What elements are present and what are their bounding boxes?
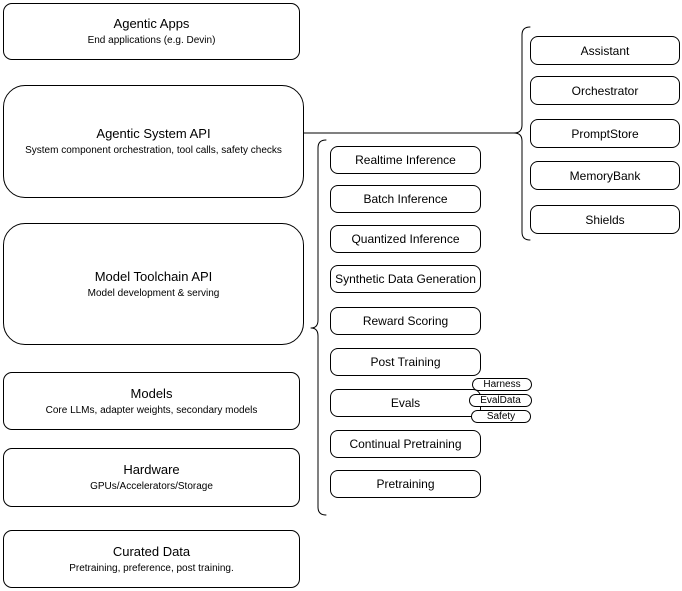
node-pretraining: Pretraining: [330, 470, 481, 498]
box-agentic-apps: Agentic Apps End applications (e.g. Devi…: [3, 3, 300, 60]
node-title: Models: [130, 385, 173, 401]
brace-toolchain: [310, 139, 327, 516]
node-title: Model Toolchain API: [94, 268, 213, 284]
node-orchestrator: Orchestrator: [530, 76, 680, 105]
node-title: Agentic Apps: [113, 16, 190, 31]
node-continual-pretraining: Continual Pretraining: [330, 430, 481, 458]
tag-harness: Harness: [472, 378, 532, 391]
box-model-toolchain-api: Model Toolchain API Model development & …: [3, 223, 304, 345]
node-promptstore: PromptStore: [530, 119, 680, 148]
node-evals: Evals: [330, 389, 481, 417]
node-quantized-inference: Quantized Inference: [330, 225, 481, 253]
box-curated-data: Curated Data Pretraining, preference, po…: [3, 530, 300, 588]
node-subtitle: Core LLMs, adapter weights, secondary mo…: [45, 404, 258, 416]
node-title: Hardware: [123, 462, 180, 477]
node-subtitle: Pretraining, preference, post training.: [69, 562, 234, 574]
node-subtitle: System component orchestration, tool cal…: [25, 145, 282, 156]
node-subtitle: Model development & serving: [87, 287, 220, 299]
node-subtitle: End applications (e.g. Devin): [87, 35, 216, 46]
node-memorybank: MemoryBank: [530, 161, 680, 190]
brace-system-components: [513, 26, 531, 241]
node-synthetic-data-generation: Synthetic Data Generation: [330, 265, 481, 293]
box-agentic-system-api: Agentic System API System component orch…: [3, 85, 304, 198]
node-batch-inference: Batch Inference: [330, 185, 481, 213]
node-reward-scoring: Reward Scoring: [330, 307, 481, 335]
node-realtime-inference: Realtime Inference: [330, 146, 481, 174]
box-hardware: Hardware GPUs/Accelerators/Storage: [3, 448, 300, 507]
tag-evaldata: EvalData: [469, 394, 532, 407]
node-title: Agentic System API: [96, 126, 211, 141]
node-post-training: Post Training: [330, 348, 481, 376]
node-title: Curated Data: [112, 543, 191, 559]
node-shields: Shields: [530, 205, 680, 234]
box-models: Models Core LLMs, adapter weights, secon…: [3, 372, 300, 430]
tag-safety: Safety: [471, 410, 531, 423]
node-subtitle: GPUs/Accelerators/Storage: [90, 481, 213, 492]
node-assistant: Assistant: [530, 36, 680, 65]
